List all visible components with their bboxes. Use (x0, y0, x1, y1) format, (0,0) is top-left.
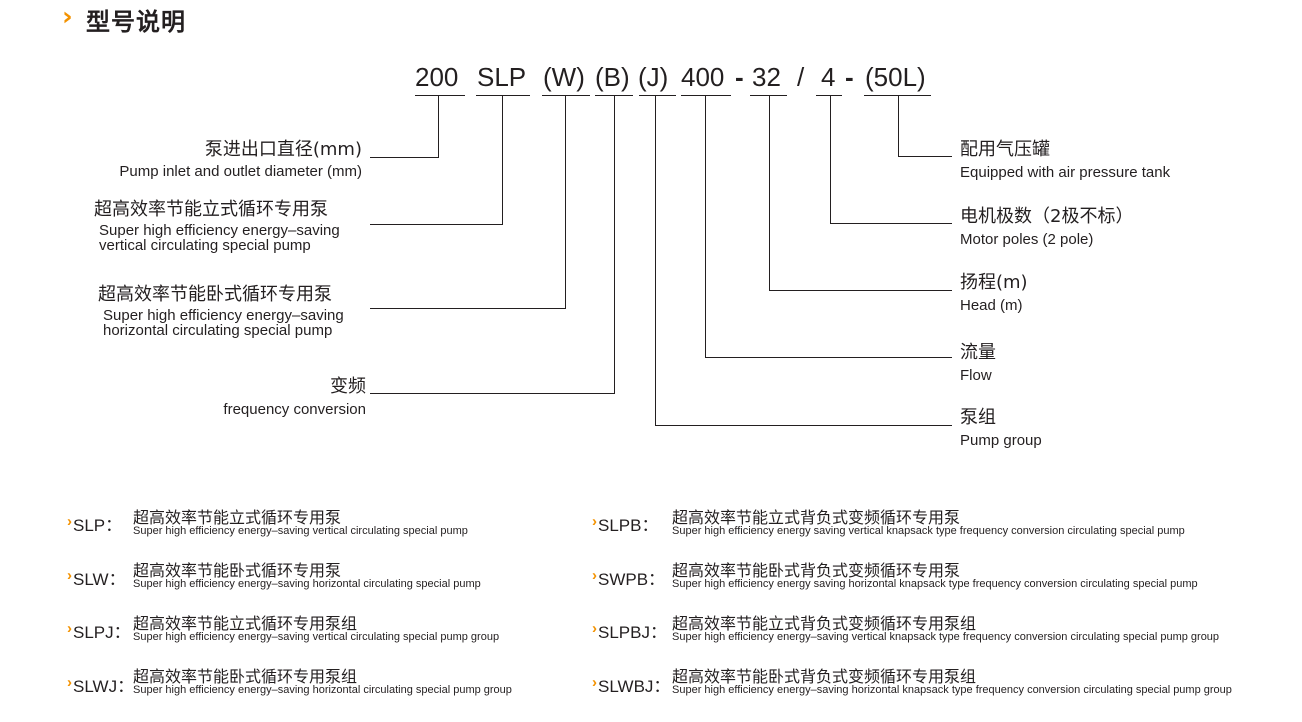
legend-en: Super high efficiency energy saving vert… (672, 525, 1185, 537)
label-en: Super high efficiency energy–saving (103, 307, 344, 324)
chevron-right-icon: › (592, 513, 597, 530)
label-zh: 泵组 (960, 407, 996, 428)
legend-en: Super high efficiency energy–saving vert… (133, 525, 468, 537)
label-en: Super high efficiency energy–saving (99, 222, 340, 239)
legend-zh: 超高效率节能立式背负式变频循环专用泵组 (672, 614, 977, 633)
chevron-right-icon: › (592, 567, 597, 584)
chevron-right-icon: › (592, 674, 597, 691)
label-horizontal-pump: 超高效率节能卧式循环专用泵 Super high efficiency ener… (98, 280, 344, 338)
connector-flow (705, 96, 952, 358)
label-en: frequency conversion (223, 401, 366, 418)
connector-pump-group (655, 96, 952, 426)
chevron-right-icon: › (67, 674, 72, 691)
legend-code: SLPJ： (73, 623, 131, 642)
legend-zh: 超高效率节能卧式循环专用泵组 (133, 667, 358, 686)
connector-head (769, 96, 952, 291)
label-en: Motor poles (2 pole) (960, 231, 1094, 248)
label-head: 扬程(m) Head (m) (960, 268, 1028, 313)
connector-vertical (370, 96, 503, 225)
label-frequency: 变频 frequency conversion (223, 372, 366, 417)
connector-poles (830, 96, 952, 224)
legend-en: Super high efficiency energy–saving hori… (133, 578, 481, 590)
code-j: (J) (638, 62, 669, 92)
chevron-right-icon: › (67, 620, 72, 637)
page-title: 型号说明 (86, 8, 186, 36)
chevron-right-icon: › (592, 620, 597, 637)
chevron-right-icon: › (62, 2, 73, 32)
legend-code: SLP： (73, 516, 123, 535)
legend-zh: 超高效率节能卧式背负式变频循环专用泵组 (672, 667, 977, 686)
label-zh: 配用气压罐 (960, 139, 1050, 160)
code-slp: SLP (477, 62, 527, 92)
legend-en: Super high efficiency energy–saving hori… (133, 684, 512, 696)
chevron-right-icon: › (67, 567, 72, 584)
connector-diameter (370, 96, 439, 158)
code-dash: - (735, 62, 744, 92)
connector-tank (898, 96, 952, 157)
label-zh: 扬程(m) (960, 272, 1028, 293)
code-slash: / (797, 62, 805, 92)
legend-zh: 超高效率节能立式循环专用泵组 (133, 614, 358, 633)
legend-en: Super high efficiency energy–saving hori… (672, 684, 1232, 696)
label-en: Pump group (960, 432, 1042, 449)
label-tank: 配用气压罐 Equipped with air pressure tank (960, 135, 1170, 180)
label-vertical-pump: 超高效率节能立式循环专用泵 Super high efficiency ener… (94, 195, 340, 253)
legend-code: SLWJ： (73, 677, 135, 696)
label-en: Equipped with air pressure tank (960, 164, 1171, 181)
label-en: vertical circulating special pump (99, 237, 311, 254)
label-zh: 电机极数（2极不标） (960, 206, 1134, 227)
legend-en: Super high efficiency energy–saving vert… (133, 631, 500, 643)
label-flow: 流量 Flow (960, 338, 996, 383)
label-zh: 超高效率节能立式循环专用泵 (94, 199, 328, 220)
legend-code: SLPBJ： (598, 623, 667, 642)
legend-zh: 超高效率节能立式循环专用泵 (133, 508, 342, 527)
label-en: Pump inlet and outlet diameter (mm) (119, 163, 362, 180)
label-en: Head (m) (960, 297, 1023, 314)
code-poles: 4 (821, 62, 836, 92)
label-diameter: 泵进出口直径(mm) Pump inlet and outlet diamete… (119, 135, 362, 179)
legend-en: Super high efficiency energy–saving vert… (672, 631, 1220, 643)
code-dash: - (845, 62, 854, 92)
legend-code: SLPB： (598, 516, 659, 535)
code-b: (B) (595, 62, 630, 92)
label-zh: 超高效率节能卧式循环专用泵 (98, 284, 332, 305)
chevron-right-icon: › (67, 513, 72, 530)
code-head: 32 (752, 62, 781, 92)
legend-code: SWPB： (598, 570, 666, 589)
connector-horizontal (370, 96, 566, 309)
label-poles: 电机极数（2极不标） Motor poles (2 pole) (960, 202, 1133, 247)
legend-zh: 超高效率节能卧式背负式变频循环专用泵 (672, 561, 961, 580)
legend-code: SLWBJ： (598, 677, 671, 696)
code-flow: 400 (681, 62, 725, 92)
label-zh: 变频 (330, 376, 366, 397)
connector-frequency (370, 96, 615, 394)
label-en: horizontal circulating special pump (103, 322, 333, 339)
legend-code: SLW： (73, 570, 126, 589)
label-en: Flow (960, 367, 992, 384)
code-tank: (50L) (865, 62, 926, 92)
legend-zh: 超高效率节能立式背负式变频循环专用泵 (672, 508, 961, 527)
code-diameter: 200 (415, 62, 459, 92)
code-w: (W) (543, 62, 585, 92)
legend-zh: 超高效率节能卧式循环专用泵 (133, 561, 342, 580)
label-zh: 泵进出口直径(mm) (204, 139, 362, 160)
label-zh: 流量 (960, 342, 996, 363)
label-pump-group: 泵组 Pump group (960, 403, 1042, 448)
legend-en: Super high efficiency energy saving hori… (672, 578, 1198, 590)
